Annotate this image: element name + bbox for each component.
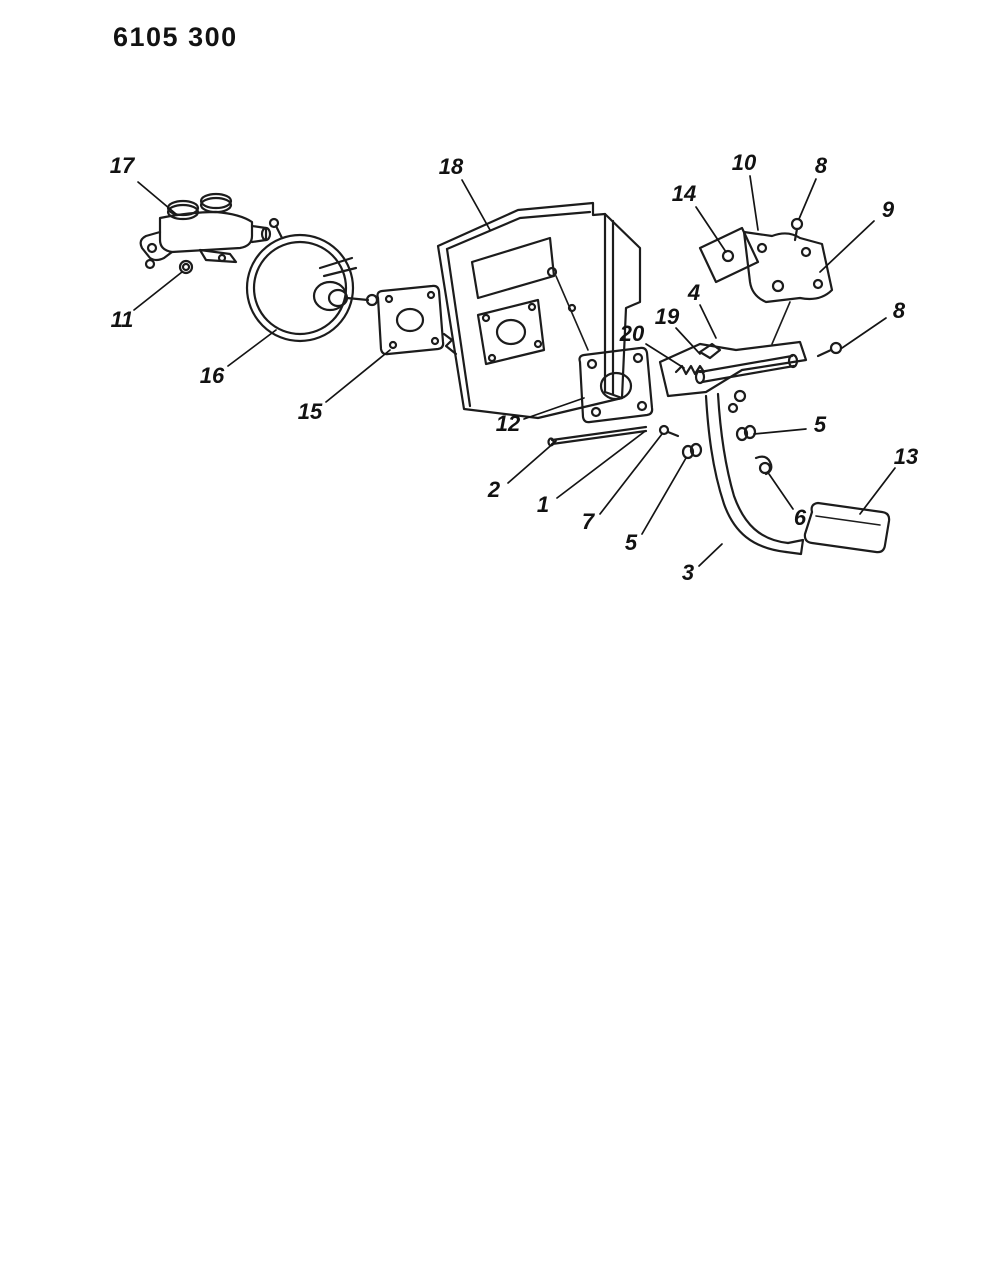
callout-leader-13-21: [859, 467, 896, 515]
callout-leader-19-11: [675, 327, 701, 355]
diagram-code: 6105 300: [113, 22, 238, 52]
retainer-clip: [754, 455, 773, 476]
callout-leader-5-17: [641, 457, 687, 535]
callout-11-1: 11: [111, 307, 134, 332]
callout-19-11: 19: [655, 304, 680, 329]
callout-leader-10-6: [749, 175, 759, 231]
callout-7-16: 7: [582, 509, 596, 534]
callout-18-4: 18: [439, 154, 464, 179]
callout-10-6: 10: [732, 150, 757, 175]
callout-2-14: 2: [487, 477, 501, 502]
callout-leader-8-9: [841, 317, 887, 349]
callout-leader-12-13: [523, 397, 585, 420]
callout-leader-4-10: [699, 304, 717, 339]
callout-leader-2-14: [507, 440, 557, 484]
callout-1-15: 1: [537, 492, 549, 517]
callout-20-12: 20: [619, 321, 645, 346]
callout-16-2: 16: [200, 363, 225, 388]
callout-leader-3-20: [698, 543, 723, 567]
callout-leader-20-12: [645, 343, 685, 369]
callout-leader-17-0: [137, 181, 177, 215]
pedal-pad: [803, 501, 891, 554]
callout-leader-8-7: [798, 178, 817, 220]
callout-14-5: 14: [672, 181, 696, 206]
callout-leader-1-15: [556, 431, 645, 499]
callout-5-18: 5: [814, 412, 827, 437]
booster-spacer-plate: [376, 284, 458, 356]
callout-8-9: 8: [893, 298, 906, 323]
bushing-left: [681, 442, 703, 460]
callout-leader-11-1: [133, 271, 183, 311]
mounting-plate: [578, 346, 654, 424]
callout-6-19: 6: [794, 505, 807, 530]
callout-leader-18-4: [461, 179, 491, 231]
callout-12-13: 12: [496, 411, 521, 436]
callout-17-0: 17: [110, 153, 136, 178]
dash-panel: [436, 201, 642, 420]
callout-leader-16-2: [227, 329, 277, 367]
brake-pedal-arm: [704, 392, 805, 556]
master-cylinder: [139, 192, 272, 264]
pivot-bolt: [658, 424, 680, 438]
pedal-pivot-assembly: [658, 340, 808, 414]
callout-leader-15-3: [325, 349, 391, 403]
brake-booster: [245, 217, 379, 343]
callout-leader-9-8: [819, 220, 875, 273]
callout-leader-7-16: [599, 433, 663, 515]
push-rod: [547, 425, 648, 447]
callout-4-10: 4: [687, 280, 700, 305]
callout-9-8: 9: [882, 197, 895, 222]
callout-15-3: 15: [298, 399, 323, 424]
gasket-ring: [144, 258, 194, 275]
callout-5-17: 5: [625, 530, 638, 555]
callout-leader-14-5: [695, 206, 727, 253]
callout-8-7: 8: [815, 153, 828, 178]
bushing-right: [735, 424, 757, 442]
callout-leader-6-19: [768, 473, 794, 510]
pedal-bracket-upper: [698, 217, 843, 358]
callout-leader-5-18: [753, 428, 807, 435]
callout-3-20: 3: [682, 560, 694, 585]
callout-13-21: 13: [894, 444, 918, 469]
